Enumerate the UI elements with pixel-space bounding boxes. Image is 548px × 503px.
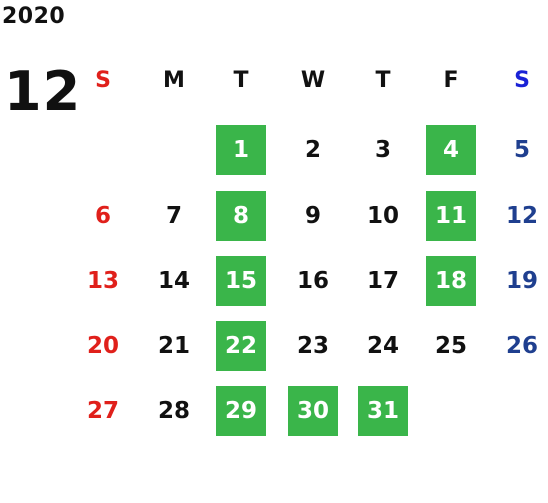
day-cell-19[interactable]: 19 — [505, 268, 538, 294]
day-cell-13[interactable]: 13 — [86, 268, 119, 294]
day-cell-20[interactable]: 20 — [86, 333, 119, 359]
day-cell-28[interactable]: 28 — [157, 398, 190, 424]
day-cell-8[interactable]: 8 — [216, 191, 266, 241]
day-cell-29[interactable]: 29 — [216, 386, 266, 436]
day-cell-10[interactable]: 10 — [366, 203, 399, 229]
year-label: 2020 — [2, 4, 66, 29]
day-cell-5[interactable]: 5 — [513, 137, 530, 163]
day-cell-15[interactable]: 15 — [216, 256, 266, 306]
weekday-header-tue: T — [233, 68, 249, 93]
day-cell-3[interactable]: 3 — [374, 137, 391, 163]
weekday-header-mon: M — [163, 68, 185, 93]
month-label: 12 — [4, 60, 82, 123]
day-cell-25[interactable]: 25 — [434, 333, 467, 359]
day-cell-22[interactable]: 22 — [216, 321, 266, 371]
day-cell-27[interactable]: 27 — [86, 398, 119, 424]
day-cell-9[interactable]: 9 — [304, 203, 321, 229]
weekday-header-sun: S — [95, 68, 111, 93]
day-cell-2[interactable]: 2 — [304, 137, 321, 163]
day-cell-26[interactable]: 26 — [505, 333, 538, 359]
day-cell-1[interactable]: 1 — [216, 125, 266, 175]
day-cell-17[interactable]: 17 — [366, 268, 399, 294]
day-cell-12[interactable]: 12 — [505, 203, 538, 229]
day-cell-14[interactable]: 14 — [157, 268, 190, 294]
weekday-header-sat: S — [514, 68, 530, 93]
weekday-header-thu: T — [375, 68, 391, 93]
day-cell-16[interactable]: 16 — [296, 268, 329, 294]
day-cell-23[interactable]: 23 — [296, 333, 329, 359]
day-cell-4[interactable]: 4 — [426, 125, 476, 175]
day-cell-7[interactable]: 7 — [165, 203, 182, 229]
day-cell-18[interactable]: 18 — [426, 256, 476, 306]
weekday-header-wed: W — [300, 68, 326, 93]
day-cell-24[interactable]: 24 — [366, 333, 399, 359]
day-cell-30[interactable]: 30 — [288, 386, 338, 436]
day-cell-31[interactable]: 31 — [358, 386, 408, 436]
day-cell-21[interactable]: 21 — [157, 333, 190, 359]
weekday-header-fri: F — [443, 68, 459, 93]
day-cell-11[interactable]: 11 — [426, 191, 476, 241]
day-cell-6[interactable]: 6 — [94, 203, 111, 229]
